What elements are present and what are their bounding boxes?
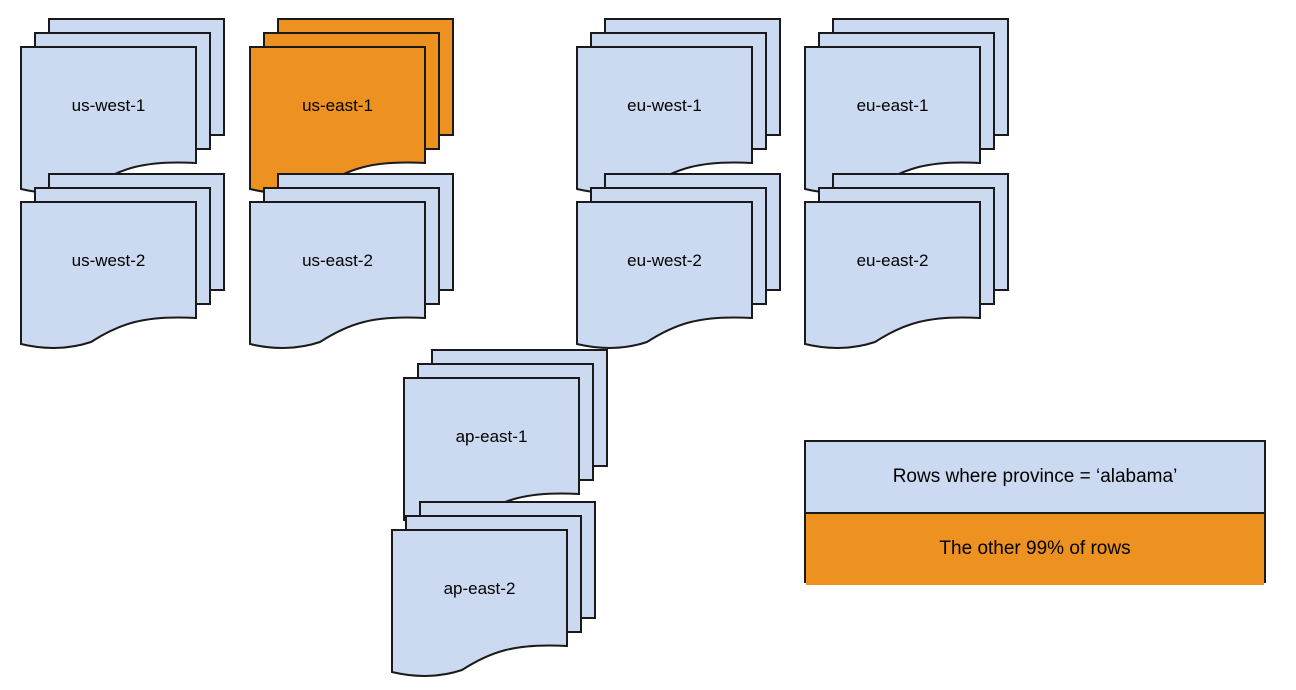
document-stack-ap-east-2[interactable]: ap-east-2 [390,500,597,690]
stack-sheet-front [391,529,568,677]
legend-row-legend-orange: The other 99% of rows [806,513,1264,585]
document-stack-us-west-2[interactable]: us-west-2 [19,172,226,362]
document-stack-ap-east-1[interactable]: ap-east-1 [402,348,609,538]
legend-label-legend-orange: The other 99% of rows [939,538,1131,560]
document-stack-eu-east-2[interactable]: eu-east-2 [803,172,1010,362]
legend-label-legend-blue: Rows where province = ‘alabama’ [892,465,1178,487]
stack-sheet-front [576,201,753,349]
stack-sheet-front [249,201,426,349]
stack-sheet-front [804,201,981,349]
document-stack-eu-east-1[interactable]: eu-east-1 [803,17,1010,207]
document-stack-us-east-2[interactable]: us-east-2 [248,172,455,362]
legend: Rows where province = ‘alabama’ The other… [804,440,1266,585]
stack-sheet-front [20,201,197,349]
document-stack-eu-west-2[interactable]: eu-west-2 [575,172,782,362]
legend-row-legend-blue: Rows where province = ‘alabama’ [806,442,1264,514]
